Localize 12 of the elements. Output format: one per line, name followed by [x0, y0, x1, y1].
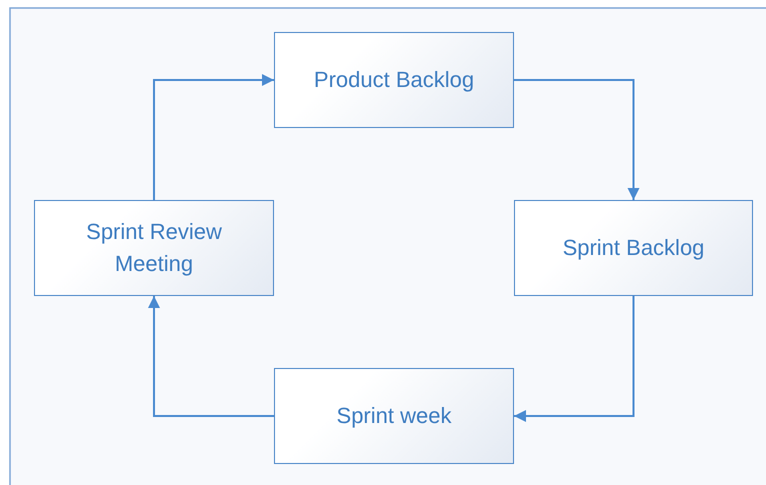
- box-label: Sprint Review Meeting: [85, 218, 223, 278]
- process-box: [274, 368, 514, 464]
- process-box: [34, 200, 274, 296]
- process-box: [514, 200, 753, 296]
- arrow: [514, 296, 634, 422]
- arrow: [148, 296, 274, 417]
- arrow: [514, 79, 640, 200]
- arrow: [153, 74, 274, 200]
- box-label: Product Backlog: [312, 66, 476, 94]
- box-label: Sprint Backlog: [562, 234, 706, 262]
- box-label: Sprint week: [336, 402, 452, 430]
- process-box: [274, 32, 514, 128]
